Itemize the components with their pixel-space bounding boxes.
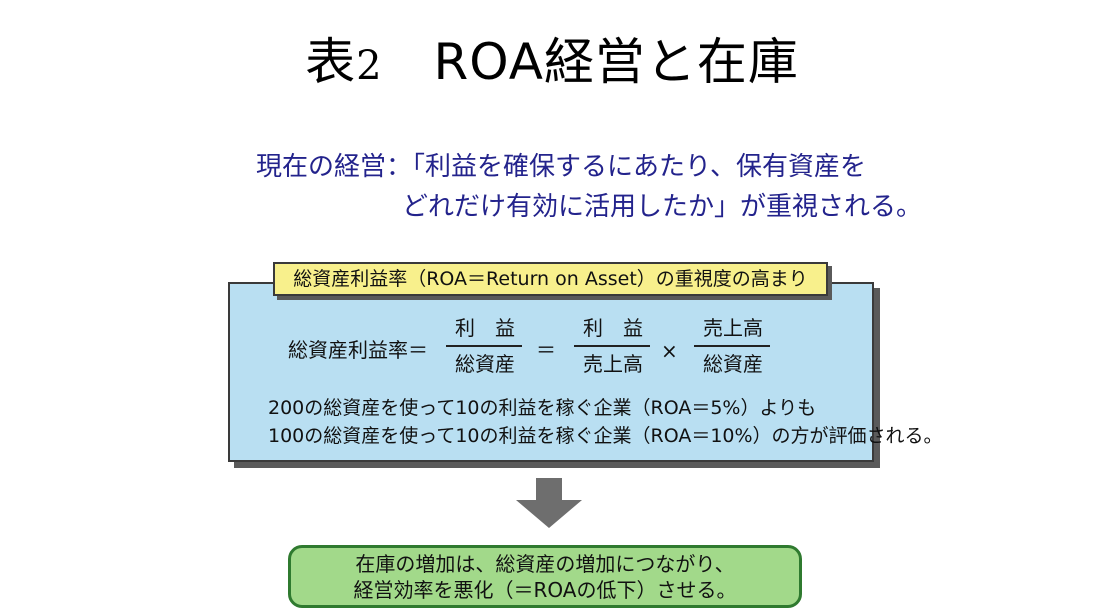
lead-text-line-2: どれだけ有効に活用したか」が重視される。 bbox=[402, 192, 923, 222]
title-rest: ROA経営と在庫 bbox=[433, 33, 799, 91]
formula-times: × bbox=[661, 339, 678, 363]
lead-text-line-1: 現在の経営：「利益を確保するにあたり、保有資産を bbox=[256, 152, 866, 182]
fraction-3-denominator: 総資産 bbox=[703, 352, 763, 376]
fraction-1-denominator: 総資産 bbox=[455, 352, 515, 376]
fraction-3-numerator: 売上高 bbox=[703, 316, 763, 340]
fraction-3-bar bbox=[694, 345, 770, 347]
panel-note-line-1: 200の総資産を使って10の利益を稼ぐ企業（ROA＝5%）よりも bbox=[268, 397, 817, 419]
fraction-1-numerator: 利 益 bbox=[455, 316, 515, 340]
fraction-2-denominator: 売上高 bbox=[583, 352, 643, 376]
result-box bbox=[288, 545, 802, 608]
down-arrow-icon bbox=[516, 478, 582, 528]
formula-equals: ＝ bbox=[536, 338, 556, 362]
fraction-2-numerator: 利 益 bbox=[583, 316, 643, 340]
panel-note-line-2: 100の総資産を使って10の利益を稼ぐ企業（ROA＝10%）の方が評価される。 bbox=[268, 425, 943, 447]
result-line-2: 経営効率を悪化（＝ROAの低下）させる。 bbox=[353, 578, 737, 602]
formula-lhs: 総資産利益率＝ bbox=[288, 338, 428, 362]
fraction-2-bar bbox=[574, 345, 650, 347]
title-number: 2 bbox=[356, 43, 383, 89]
page-title: 表2 ROA経営と在庫 bbox=[0, 32, 1104, 96]
title-main: 表 bbox=[305, 33, 357, 91]
roa-panel bbox=[228, 282, 874, 462]
panel-heading-tag: 総資産利益率（ROA＝Return on Asset）の重視度の高まり bbox=[273, 262, 828, 296]
result-line-1: 在庫の増加は、総資産の増加につながり、 bbox=[355, 552, 735, 576]
fraction-1-bar bbox=[446, 345, 522, 347]
